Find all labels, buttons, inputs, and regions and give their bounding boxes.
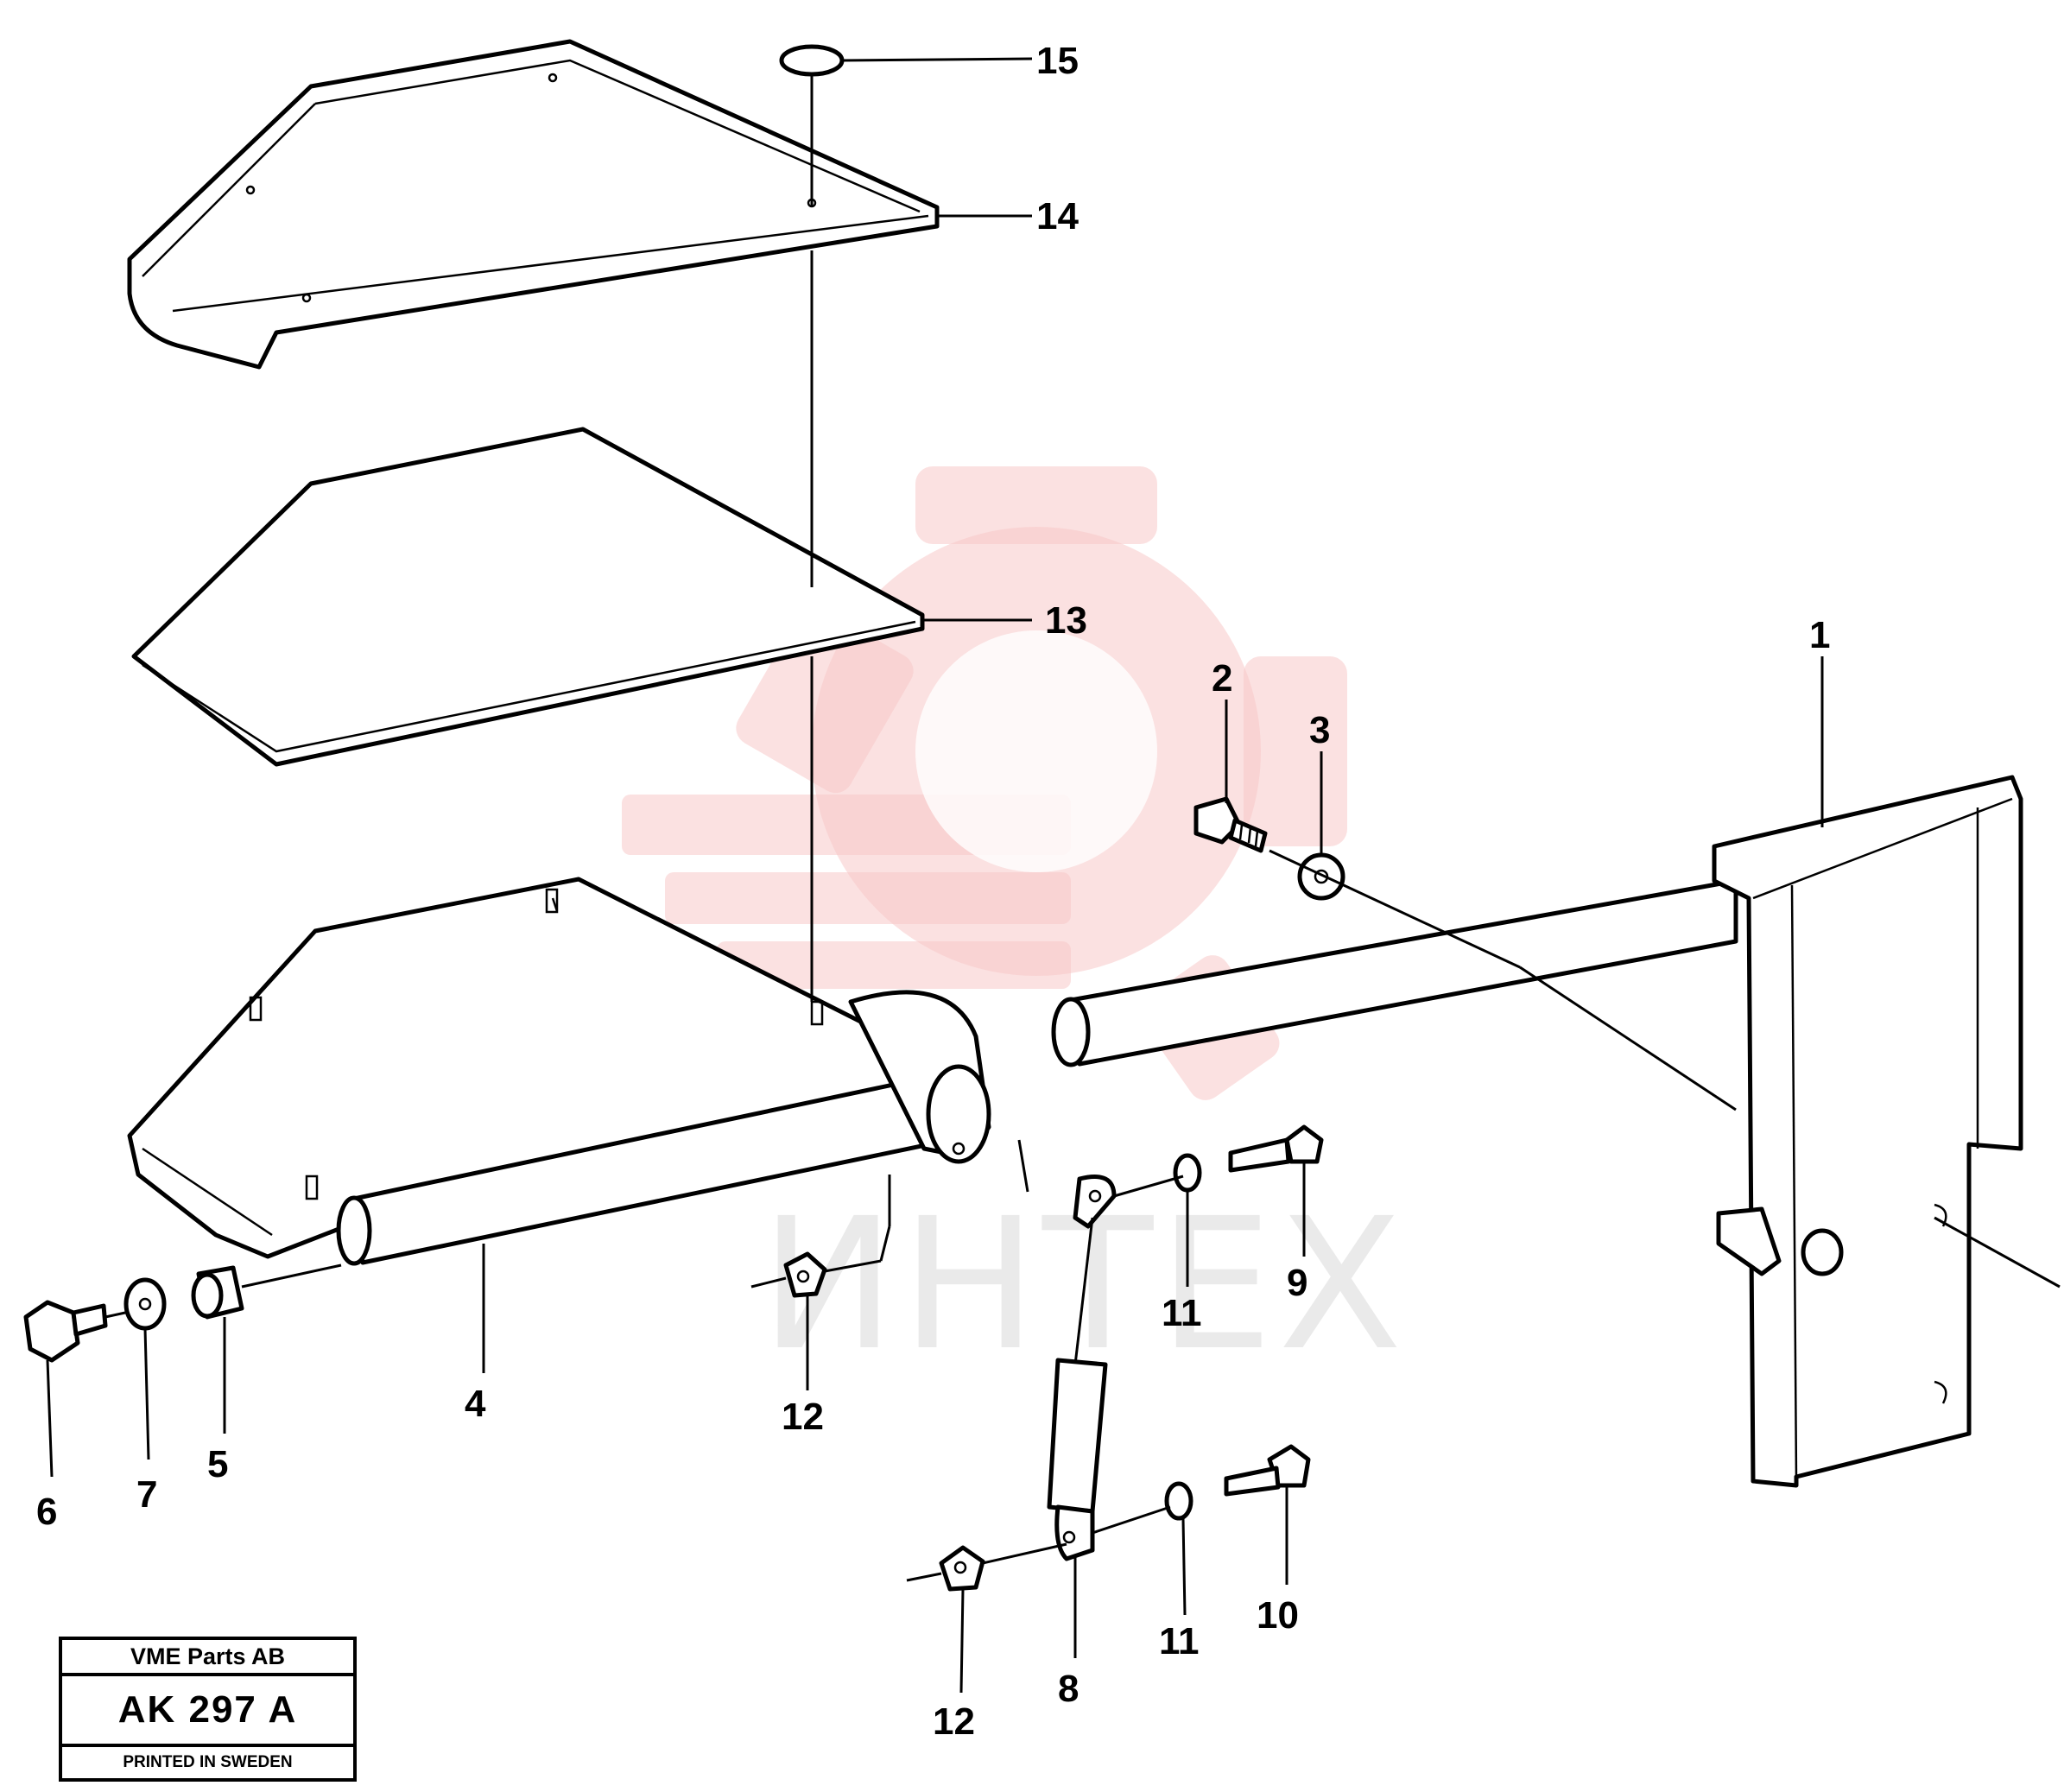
part-12-nut-upper: [783, 1251, 827, 1298]
callout-12-lower: 12: [933, 1700, 975, 1743]
callout-11-lower: 11: [1159, 1620, 1200, 1662]
part-2-bolt: [1193, 796, 1268, 853]
part-15-knob: [779, 44, 845, 207]
callout-7: 7: [136, 1473, 157, 1516]
callout-8: 8: [1058, 1668, 1079, 1710]
part-8-gas-strut: [1047, 1175, 1117, 1561]
callout-4: 4: [465, 1383, 486, 1425]
part-14-top-cover: [127, 39, 940, 370]
callout-2: 2: [1212, 657, 1232, 700]
leader-lines: [46, 57, 1824, 1694]
callout-11-upper: 11: [1162, 1292, 1202, 1334]
title-stamp: VME Parts AB AK 297 A PRINTED IN SWEDEN: [59, 1637, 357, 1782]
callout-9: 9: [1287, 1262, 1307, 1304]
part-5-spacer: [191, 1265, 244, 1320]
part-1-frame: [1519, 775, 2061, 1488]
part-9-bolt: [1228, 1124, 1324, 1173]
part-4-base-plate: [127, 877, 909, 1259]
part-3-washer: [1297, 852, 1345, 901]
callout-5: 5: [207, 1443, 228, 1485]
stamp-code: AK 297 A: [62, 1676, 353, 1747]
part-13-pad: [131, 427, 925, 767]
hub-bracket: [848, 990, 1029, 1226]
callout-14: 14: [1036, 195, 1079, 237]
callout-3: 3: [1309, 709, 1330, 751]
stamp-printed: PRINTED IN SWEDEN: [123, 1753, 293, 1771]
part-12-nut-lower: [939, 1545, 985, 1592]
callout-13: 13: [1045, 599, 1087, 642]
part-10-bolt: [1224, 1444, 1311, 1497]
part-6-bolt: [23, 1300, 108, 1363]
callout-10: 10: [1257, 1594, 1299, 1637]
callout-15: 15: [1036, 40, 1079, 82]
callout-12-upper: 12: [782, 1396, 824, 1438]
part-7-washer: [123, 1277, 167, 1331]
stamp-company: VME Parts AB: [62, 1640, 353, 1676]
part-11-washer-upper: [1173, 1153, 1202, 1193]
part-11-washer-lower: [1164, 1481, 1193, 1521]
callout-1: 1: [1809, 614, 1830, 656]
callout-6: 6: [36, 1491, 57, 1533]
shaft: [336, 878, 1738, 1266]
